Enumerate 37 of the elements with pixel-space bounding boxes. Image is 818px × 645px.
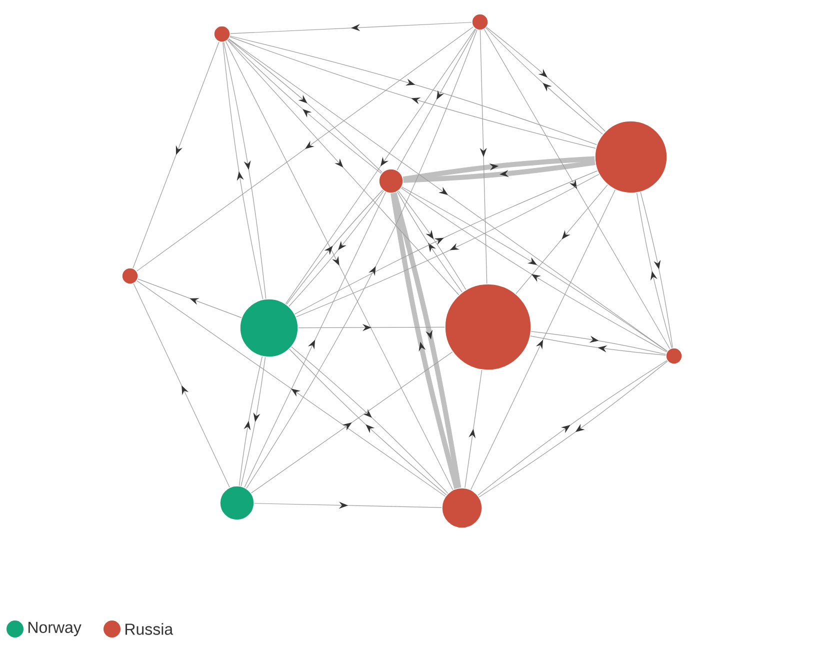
arrow [133, 283, 230, 488]
network-node [214, 26, 230, 42]
arrow [403, 160, 596, 183]
network-node [442, 488, 482, 528]
arrow [227, 40, 460, 296]
network-node [472, 14, 488, 30]
arrow [285, 28, 476, 304]
arrow [464, 370, 482, 488]
arrow [132, 42, 220, 268]
network-node [444, 284, 532, 370]
legend-label: Norway [28, 622, 82, 636]
network-node [378, 168, 404, 194]
arrow [516, 184, 608, 294]
arrow [402, 156, 595, 182]
arrow [246, 30, 478, 489]
arrow [138, 278, 242, 318]
arrow [226, 41, 454, 490]
legend-label: Russia [126, 623, 174, 635]
arrow [530, 331, 666, 355]
arrow [240, 356, 266, 486]
network-node [220, 486, 254, 520]
arrow [396, 29, 476, 170]
arrow [470, 189, 616, 490]
arrow [250, 352, 453, 494]
arrow [238, 356, 262, 486]
arrow [136, 280, 446, 497]
arrow [480, 30, 488, 284]
network-node [240, 298, 298, 358]
arrow [228, 38, 668, 352]
arrow [136, 26, 474, 272]
network-node [594, 120, 668, 194]
network-node [666, 348, 682, 364]
arrow [530, 336, 666, 356]
arrow [484, 28, 670, 350]
arrow [244, 192, 386, 488]
network-node [122, 268, 138, 284]
arrow [230, 22, 472, 34]
